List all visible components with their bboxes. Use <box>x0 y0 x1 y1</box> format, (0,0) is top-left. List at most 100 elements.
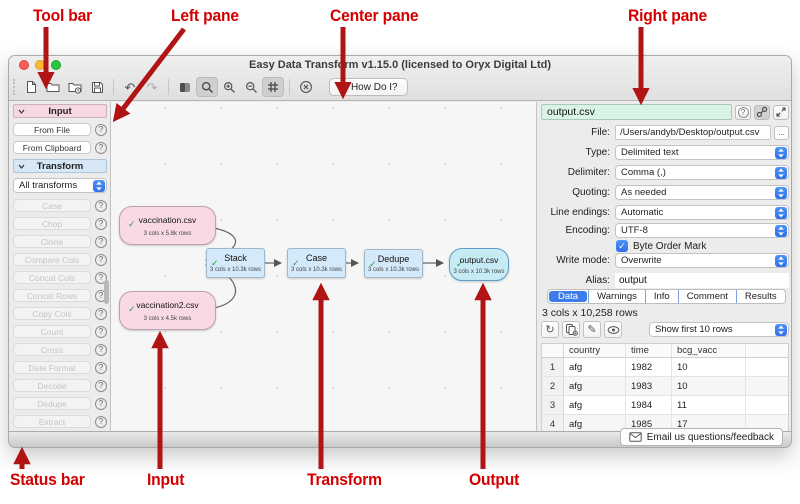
search-icon <box>201 81 213 93</box>
cell-country: afg <box>564 396 626 414</box>
from-clipboard-button[interactable]: From Clipboard <box>13 141 91 154</box>
help-icon[interactable]: ? <box>95 415 107 428</box>
copy-table-button[interactable] <box>562 321 580 338</box>
redo-button[interactable]: ↷ <box>141 77 163 97</box>
col-header-time[interactable]: time <box>626 344 672 357</box>
show-connections-button[interactable] <box>754 104 770 120</box>
help-icon[interactable]: ? <box>95 141 107 154</box>
input-section-header[interactable]: Input <box>13 104 107 118</box>
minimize-window-button[interactable] <box>35 60 45 70</box>
cell-bcg-vacc: 10 <box>672 377 746 395</box>
cancel-button[interactable] <box>295 77 317 97</box>
help-icon[interactable]: ? <box>95 235 107 248</box>
row-number: 4 <box>542 415 564 433</box>
preview-button[interactable] <box>604 321 622 338</box>
close-window-button[interactable] <box>19 60 29 70</box>
line-endings-select[interactable]: Automatic <box>615 205 789 220</box>
col-header-country[interactable]: country <box>564 344 626 357</box>
transform-count-button[interactable]: Count <box>13 325 91 338</box>
transform-node-case[interactable]: ✓ Case 3 cols x 10.3k rows <box>287 248 346 278</box>
type-select[interactable]: Delimited text <box>615 145 789 160</box>
success-check-icon: ✓ <box>128 219 136 229</box>
col-header-bcg-vacc[interactable]: bcg_vacc <box>672 344 746 357</box>
transform-dedupe-button[interactable]: Dedupe <box>13 397 91 410</box>
tab-warnings[interactable]: Warnings <box>588 290 645 303</box>
zoom-window-button[interactable] <box>51 60 61 70</box>
help-icon[interactable]: ? <box>95 271 107 284</box>
tab-comment[interactable]: Comment <box>677 290 736 303</box>
search-button[interactable] <box>196 77 218 97</box>
transform-decode-button[interactable]: Decode <box>13 379 91 392</box>
right-pane: output.csv ? File: /Users/andyb/Desktop/… <box>537 102 791 433</box>
transform-compare-cols-button[interactable]: Compare Cols <box>13 253 91 266</box>
transform-date-format-button[interactable]: Date Format <box>13 361 91 374</box>
help-button[interactable]: ? <box>735 104 751 120</box>
show-rows-select[interactable]: Show first 10 rows <box>649 322 789 337</box>
zoom-in-button[interactable] <box>218 77 240 97</box>
help-icon[interactable]: ? <box>95 361 107 374</box>
help-icon[interactable]: ? <box>95 397 107 410</box>
zoom-out-button[interactable] <box>240 77 262 97</box>
browse-file-button[interactable]: ... <box>774 125 789 140</box>
left-pane-scrollbar[interactable] <box>104 280 109 304</box>
transform-copy-cols-button[interactable]: Copy Cols <box>13 307 91 320</box>
transform-section-header[interactable]: Transform <box>13 159 107 173</box>
chevron-down-icon <box>18 164 25 169</box>
pane-layout-button[interactable] <box>174 77 196 97</box>
help-icon[interactable]: ? <box>95 217 107 230</box>
open-file-button[interactable] <box>42 77 64 97</box>
input-node-vaccination2[interactable]: ✓ vaccination2.csv 3 cols x 4.5k rows <box>119 291 216 330</box>
output-node-output-csv[interactable]: ✓ output.csv 3 cols x 10.3k rows <box>449 248 509 281</box>
new-file-button[interactable] <box>20 77 42 97</box>
select-caret-icon <box>775 254 787 267</box>
alias-field[interactable]: output <box>615 273 789 288</box>
transform-filter-select[interactable]: All transforms <box>13 178 107 193</box>
write-mode-select[interactable]: Overwrite <box>615 253 789 268</box>
email-feedback-button[interactable]: Email us questions/feedback <box>619 428 783 446</box>
row-number: 2 <box>542 377 564 395</box>
from-file-button[interactable]: From File <box>13 123 91 136</box>
byte-order-mark-checkbox[interactable]: ✓ <box>616 240 628 252</box>
transform-chop-button[interactable]: Chop <box>13 217 91 230</box>
refresh-icon: ↻ <box>545 324 555 336</box>
input-node-vaccination[interactable]: ✓ vaccination.csv 3 cols x 5.8k rows <box>119 206 216 245</box>
edit-button[interactable]: ✎ <box>583 321 601 338</box>
undo-button[interactable]: ↶ <box>119 77 141 97</box>
tab-info[interactable]: Info <box>644 290 678 303</box>
help-icon[interactable]: ? <box>95 325 107 338</box>
transform-case-button[interactable]: Case <box>13 199 91 212</box>
toolbar-drag-handle[interactable] <box>13 79 15 95</box>
encoding-select[interactable]: UTF-8 <box>615 223 789 238</box>
help-icon[interactable]: ? <box>95 199 107 212</box>
help-icon[interactable]: ? <box>95 253 107 266</box>
transform-extract-button[interactable]: Extract <box>13 415 91 428</box>
delimiter-select[interactable]: Comma (,) <box>615 165 789 180</box>
transform-node-dedupe[interactable]: ✓ Dedupe 3 cols x 10.3k rows <box>364 249 423 278</box>
quoting-select[interactable]: As needed <box>615 185 789 200</box>
center-pane-canvas[interactable]: ✓ vaccination.csv 3 cols x 5.8k rows ✓ v… <box>111 102 537 433</box>
select-caret-icon <box>775 206 787 219</box>
transform-cross-button[interactable]: Cross <box>13 343 91 356</box>
redo-icon: ↷ <box>146 79 158 95</box>
expand-pane-button[interactable] <box>773 104 789 120</box>
node-title: vaccination.csv <box>138 215 197 225</box>
node-subtitle: 3 cols x 5.8k rows <box>143 231 192 237</box>
help-icon[interactable]: ? <box>95 123 107 136</box>
transform-node-stack[interactable]: ✓ Stack 3 cols x 10.3k rows <box>206 248 265 278</box>
how-do-i-button[interactable]: ▼ How Do I? <box>329 78 408 96</box>
open-recent-button[interactable] <box>64 77 86 97</box>
help-icon[interactable]: ? <box>95 343 107 356</box>
output-name-field[interactable]: output.csv <box>541 104 732 120</box>
tab-results[interactable]: Results <box>735 290 785 303</box>
tab-data[interactable]: Data <box>549 291 588 302</box>
node-title: Stack <box>224 253 247 263</box>
help-icon[interactable]: ? <box>95 307 107 320</box>
refresh-button[interactable]: ↻ <box>541 321 559 338</box>
file-path-field[interactable]: /Users/andyb/Desktop/output.csv <box>615 125 771 140</box>
grid-snap-button[interactable] <box>262 77 284 97</box>
save-button[interactable] <box>86 77 108 97</box>
transform-concat-cols-button[interactable]: Concat Cols <box>13 271 91 284</box>
help-icon[interactable]: ? <box>95 379 107 392</box>
transform-clone-button[interactable]: Clone <box>13 235 91 248</box>
transform-concat-rows-button[interactable]: Concat Rows <box>13 289 91 302</box>
